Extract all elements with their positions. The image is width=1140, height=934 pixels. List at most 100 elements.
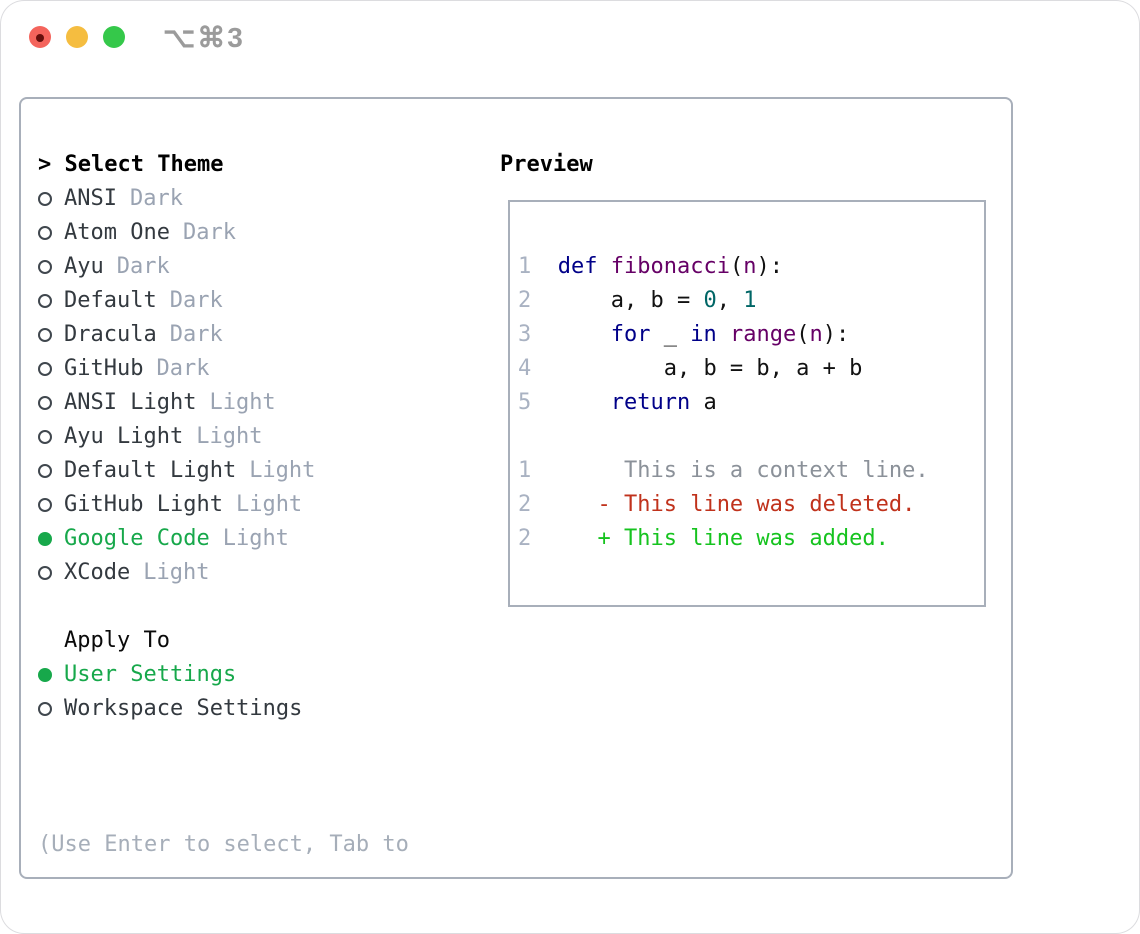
theme-option-atom-one[interactable]: Atom One Dark (38, 216, 315, 250)
theme-option-label: ANSI Light (64, 390, 197, 415)
theme-variant-tag: Dark (169, 322, 223, 347)
theme-option-label: GitHub (64, 356, 144, 381)
code-token-pln: ( (796, 322, 810, 347)
line-number: 3 (518, 322, 532, 347)
theme-option-label: Default Light (64, 458, 237, 483)
code-token-typ: fibonacci (610, 254, 730, 279)
theme-variant-tag: Dark (156, 356, 210, 381)
help-text: (Use Enter to select, Tab to change focu… (38, 760, 409, 934)
theme-variant-tag: Light (143, 560, 210, 585)
code-token-ctx: This is a context line. (557, 458, 929, 483)
code-token-typ: range (729, 322, 797, 347)
radio-selected-icon (38, 532, 52, 546)
theme-option-label: Atom One (64, 220, 170, 245)
theme-option-label: XCode (64, 560, 131, 585)
help-line: change focus) (38, 930, 409, 934)
theme-option-label: GitHub Light (64, 492, 223, 517)
theme-option-label: Ayu Light (64, 424, 184, 449)
radio-icon (38, 328, 52, 342)
code-token-typ: n (743, 254, 757, 279)
code-token-del: - This line was deleted. (557, 492, 916, 517)
line-number: 5 (518, 390, 532, 415)
radio-icon (38, 396, 52, 410)
preview-code-line: 2 - This line was deleted. (518, 488, 929, 522)
preview-code-line (518, 420, 929, 454)
code-token-pln: a, b = (557, 288, 704, 313)
theme-option-ayu-light[interactable]: Ayu Light Light (38, 420, 315, 454)
code-token-kwd: return (610, 390, 691, 415)
radio-icon (38, 294, 52, 308)
theme-variant-tag: Light (222, 526, 289, 551)
code-token-typ: n (809, 322, 823, 347)
radio-icon (38, 430, 52, 444)
radio-selected-icon (38, 668, 52, 682)
titlebar: ⌥⌘3 (0, 0, 1140, 72)
code-token-kwd: for (610, 322, 651, 347)
theme-option-default[interactable]: Default Dark (38, 284, 315, 318)
code-token-pln: a (690, 390, 717, 415)
radio-icon (38, 498, 52, 512)
preview-code-line: 2 a, b = 0, 1 (518, 284, 929, 318)
line-number: 1 (518, 458, 532, 483)
help-line: (Use Enter to select, Tab to (38, 832, 409, 857)
code-token-pln: _ (650, 322, 691, 347)
code-token-pln (717, 322, 730, 347)
theme-variant-tag: Light (209, 390, 276, 415)
theme-option-label: Dracula (64, 322, 157, 347)
theme-option-default-light[interactable]: Default Light Light (38, 454, 315, 488)
line-number: 4 (518, 356, 532, 381)
minimize-button[interactable] (66, 26, 88, 48)
zoom-button[interactable] (103, 26, 125, 48)
apply-option-label: User Settings (64, 662, 237, 687)
line-number: 1 (518, 254, 532, 279)
code-token-pln: a, b = b, a + b (557, 356, 863, 381)
theme-option-label: ANSI (64, 186, 117, 211)
theme-variant-tag: Light (249, 458, 316, 483)
theme-variant-tag: Dark (129, 186, 183, 211)
code-token-pln (558, 322, 611, 347)
theme-variant-tag: Light (196, 424, 263, 449)
radio-icon (38, 192, 52, 206)
apply-option-workspace-settings[interactable]: Workspace Settings (38, 692, 302, 726)
code-token-kwd: def (557, 254, 611, 279)
theme-option-label: Ayu (64, 254, 104, 279)
apply-option-user-settings[interactable]: User Settings (38, 658, 302, 692)
code-token-add: + This line was added. (557, 526, 889, 551)
radio-icon (38, 226, 52, 240)
close-button[interactable] (29, 26, 51, 48)
code-token-pln: ): (756, 254, 783, 279)
radio-icon (38, 566, 52, 580)
theme-option-ansi-light[interactable]: ANSI Light Light (38, 386, 315, 420)
window-title: ⌥⌘3 (163, 22, 245, 53)
code-token-pln (558, 390, 611, 415)
line-number: 2 (518, 526, 532, 551)
prompt-caret-icon: > (38, 152, 52, 177)
code-token-pln: ): (822, 322, 850, 347)
radio-icon (38, 464, 52, 478)
line-number: 2 (518, 288, 532, 313)
select-theme-header: > Select Theme (38, 148, 223, 182)
apply-to-header: Apply To (64, 628, 170, 653)
radio-icon (38, 260, 52, 274)
preview-code-line: 1 This is a context line. (518, 454, 929, 488)
theme-variant-tag: Dark (182, 220, 236, 245)
select-theme-title: Select Theme (64, 152, 224, 177)
apply-option-label: Workspace Settings (64, 696, 303, 721)
theme-variant-tag: Dark (169, 288, 223, 313)
preview-title: Preview (500, 152, 593, 177)
code-token-pln: , (716, 288, 744, 313)
line-number: 2 (518, 492, 532, 517)
theme-option-ansi[interactable]: ANSI Dark (38, 182, 315, 216)
theme-option-github[interactable]: GitHub Dark (38, 352, 315, 386)
theme-variant-tag: Dark (116, 254, 170, 279)
theme-option-ayu[interactable]: Ayu Dark (38, 250, 315, 284)
theme-option-dracula[interactable]: Dracula Dark (38, 318, 315, 352)
theme-option-label: Default (64, 288, 157, 313)
theme-option-xcode[interactable]: XCode Light (38, 556, 315, 590)
